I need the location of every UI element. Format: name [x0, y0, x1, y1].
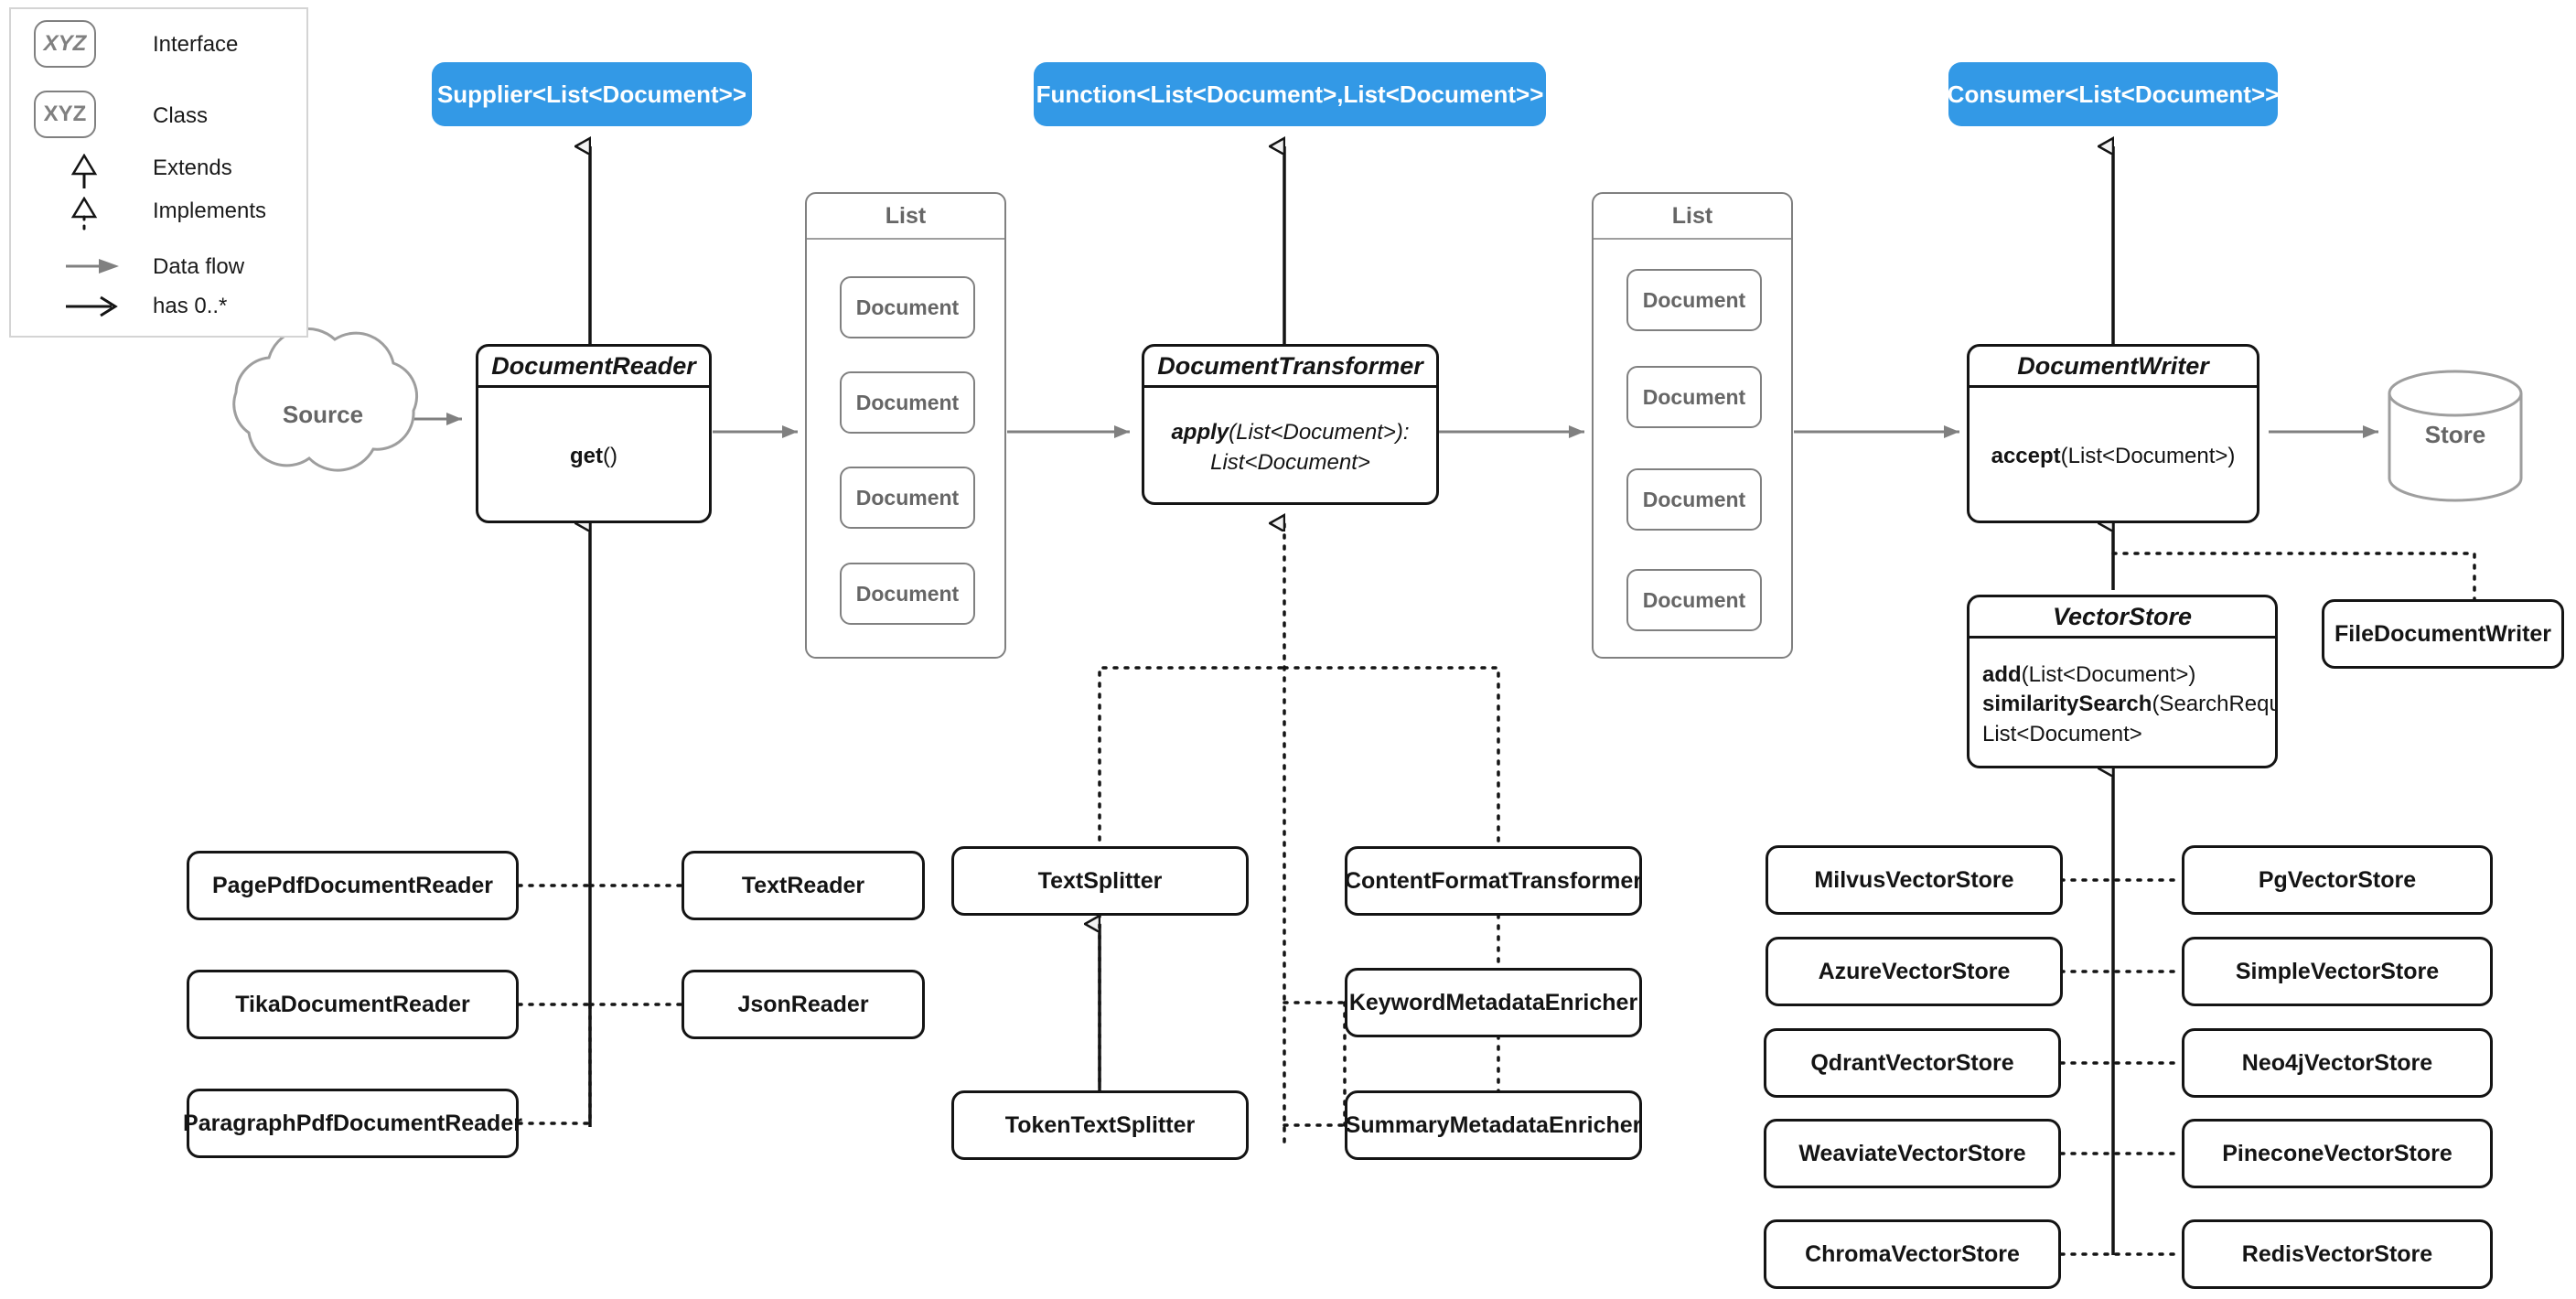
interface-document-transformer[interactable]: DocumentTransformer apply(List<Document>…: [1142, 344, 1439, 505]
list-2-title: List: [1594, 194, 1791, 240]
document-transformer-methods: apply(List<Document>): List<Document>: [1144, 388, 1436, 502]
legend-class-sample: XYZ: [34, 91, 96, 138]
legend-dataflow-icon: [66, 259, 119, 274]
class-tika-document-reader[interactable]: TikaDocumentReader: [187, 970, 519, 1039]
method-add-name: add: [1982, 661, 2022, 687]
class-paragraph-pdf-document-reader[interactable]: ParagraphPdfDocumentReader: [183, 1089, 522, 1158]
legend-implements-icon: [70, 197, 98, 235]
document-writer-methods: accept(List<Document>): [1970, 388, 2257, 521]
list-1-document-3: Document: [840, 563, 975, 625]
class-text-splitter[interactable]: TextSplitter: [951, 846, 1249, 916]
legend-interface-sample: XYZ: [34, 20, 96, 68]
method-accept-name: accept: [1991, 444, 2061, 469]
functional-interface-function[interactable]: Function<List<Document>,List<Document>>: [1034, 62, 1546, 126]
list-2-document-2: Document: [1626, 468, 1762, 531]
method-add-sig: (List<Document>): [2021, 661, 2196, 687]
method-apply-name: apply: [1171, 420, 1229, 446]
legend-has-icon: [66, 295, 118, 317]
list-1-document-1: Document: [840, 371, 975, 434]
document-reader-title: DocumentReader: [478, 347, 709, 388]
legend-label-class: Class: [153, 103, 209, 128]
list-1-title: List: [807, 194, 1004, 240]
class-page-pdf-document-reader[interactable]: PagePdfDocumentReader: [187, 851, 519, 920]
class-simple-vector-store[interactable]: SimpleVectorStore: [2182, 937, 2493, 1006]
document-reader-methods: get(): [478, 388, 709, 521]
vector-store-methods: add(List<Document>) similaritySearch(Sea…: [1970, 639, 2275, 766]
class-file-document-writer[interactable]: FileDocumentWriter: [2322, 599, 2564, 669]
vector-store-title: VectorStore: [1970, 597, 2275, 639]
class-content-format-transformer[interactable]: ContentFormatTransformer: [1345, 846, 1642, 916]
method-apply-return: List<Document>: [1210, 449, 1370, 475]
legend-label-implements: Implements: [153, 199, 267, 223]
legend-label-has: has 0..*: [153, 294, 228, 318]
method-apply-sig: (List<Document>):: [1229, 420, 1410, 446]
class-token-text-splitter[interactable]: TokenTextSplitter: [951, 1090, 1249, 1160]
source-label: Source: [282, 401, 364, 428]
legend-extends-icon: [70, 154, 98, 188]
document-writer-title: DocumentWriter: [1970, 347, 2257, 388]
method-get-sig: (): [603, 444, 617, 469]
interface-document-reader[interactable]: DocumentReader get(): [476, 344, 712, 523]
legend-label-interface: Interface: [153, 32, 239, 57]
class-text-reader[interactable]: TextReader: [682, 851, 925, 920]
store-label: Store: [2424, 421, 2486, 448]
class-pg-vector-store[interactable]: PgVectorStore: [2182, 845, 2493, 915]
document-transformer-title: DocumentTransformer: [1144, 347, 1436, 388]
class-json-reader[interactable]: JsonReader: [682, 970, 925, 1039]
class-chroma-vector-store[interactable]: ChromaVectorStore: [1764, 1219, 2061, 1289]
class-weaviate-vector-store[interactable]: WeaviateVectorStore: [1764, 1119, 2061, 1188]
functional-interface-supplier[interactable]: Supplier<List<Document>>: [432, 62, 752, 126]
method-get-name: get: [570, 444, 603, 469]
method-similarity-search-return: List<Document>: [1982, 721, 2142, 746]
method-accept-sig: (List<Document>): [2060, 444, 2236, 469]
legend-label-dataflow: Data flow: [153, 254, 245, 279]
class-summary-metadata-enricher[interactable]: SummaryMetadataEnricher: [1345, 1090, 1642, 1160]
list-1-document-0: Document: [840, 276, 975, 338]
class-redis-vector-store[interactable]: RedisVectorStore: [2182, 1219, 2493, 1289]
class-neo4j-vector-store[interactable]: Neo4jVectorStore: [2182, 1028, 2493, 1098]
class-qdrant-vector-store[interactable]: QdrantVectorStore: [1764, 1028, 2061, 1098]
list-2-document-0: Document: [1626, 269, 1762, 331]
functional-interface-consumer[interactable]: Consumer<List<Document>>: [1948, 62, 2279, 126]
interface-vector-store[interactable]: VectorStore add(List<Document>) similari…: [1967, 595, 2278, 768]
method-similarity-search-sig: (SearchRequest):: [2152, 692, 2275, 717]
list-2-document-1: Document: [1626, 366, 1762, 428]
list-2-document-3: Document: [1626, 569, 1762, 631]
interface-document-writer[interactable]: DocumentWriter accept(List<Document>): [1967, 344, 2259, 523]
legend-label-extends: Extends: [153, 156, 232, 180]
class-keyword-metadata-enricher[interactable]: KeywordMetadataEnricher: [1345, 968, 1642, 1037]
class-milvus-vector-store[interactable]: MilvusVectorStore: [1766, 845, 2063, 915]
class-pinecone-vector-store[interactable]: PineconeVectorStore: [2182, 1119, 2493, 1188]
method-similarity-search-name: similaritySearch: [1982, 692, 2152, 717]
source-cloud-shape: [232, 327, 419, 472]
class-azure-vector-store[interactable]: AzureVectorStore: [1766, 937, 2063, 1006]
legend: XYZ Interface XYZ Class Extends Implemen…: [9, 7, 308, 338]
list-1-document-2: Document: [840, 467, 975, 529]
